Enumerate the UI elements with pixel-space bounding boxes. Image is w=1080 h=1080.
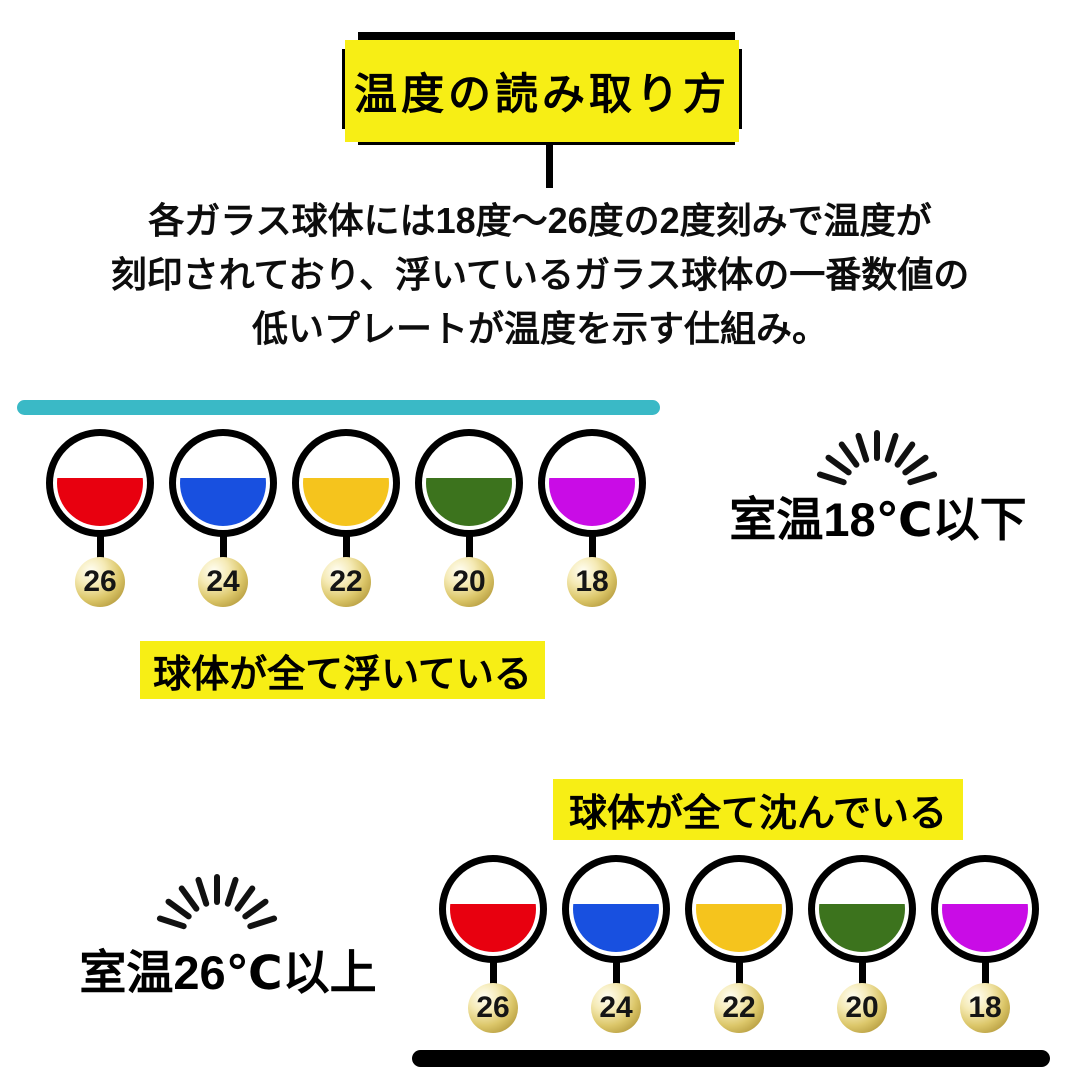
plate-stem [981,961,989,985]
plate-stem [588,535,596,559]
sphere-floating-18: 18 [538,429,646,607]
temperature-plate: 18 [567,557,617,607]
liquid-fill-green [819,903,905,952]
liquid-fill-red [450,903,536,952]
sphere-floating-26: 26 [46,429,154,607]
plate-stem [465,535,473,559]
title-connector-line [546,145,553,188]
sunken-caption: 球体が全て沈んでいる [553,779,963,840]
sphere-floating-22: 22 [292,429,400,607]
container-bottom-line [412,1050,1050,1067]
temperature-plate: 18 [960,983,1010,1033]
plate-stem [219,535,227,559]
liquid-fill-yellow [303,477,389,526]
temperature-plate: 26 [468,983,518,1033]
liquid-fill-yellow [696,903,782,952]
description-line-2: 刻印されており、浮いているガラス球体の一番数値の [110,254,970,295]
sphere-floating-20: 20 [415,429,523,607]
temperature-plate: 20 [444,557,494,607]
liquid-fill-green [426,477,512,526]
sunburst-icon [156,874,278,930]
glass-sphere-icon [439,855,547,963]
plate-stem [858,961,866,985]
room-temp-annotation-high: 室温26℃以上 [79,946,377,999]
glass-sphere-icon [415,429,523,537]
plate-stem [96,535,104,559]
liquid-fill-blue [573,903,659,952]
description-line-3: 低いプレートが温度を示す仕組み。 [251,308,828,349]
temperature-plate: 20 [837,983,887,1033]
room-temp-annotation-low: 室温18℃以下 [729,493,1027,546]
description-line-1: 各ガラス球体には18度〜26度の2度刻みで温度が [148,200,932,241]
glass-sphere-icon [292,429,400,537]
temperature-plate: 22 [321,557,371,607]
temperature-plate: 26 [75,557,125,607]
description-text: 各ガラス球体には18度〜26度の2度刻みで温度が 刻印されており、浮いているガラ… [0,194,1080,356]
liquid-fill-blue [180,477,266,526]
title-frame-top-bar [358,32,735,41]
glass-sphere-icon [931,855,1039,963]
water-surface-line [17,400,660,415]
page-title: 温度の読み取り方 [345,40,739,142]
floating-caption: 球体が全て浮いている [140,641,545,699]
temperature-plate: 24 [198,557,248,607]
glass-sphere-icon [685,855,793,963]
liquid-fill-magenta [549,477,635,526]
sphere-sunken-18: 18 [931,855,1039,1033]
glass-sphere-icon [808,855,916,963]
liquid-fill-magenta [942,903,1028,952]
liquid-fill-red [57,477,143,526]
plate-stem [612,961,620,985]
sphere-sunken-24: 24 [562,855,670,1033]
sphere-sunken-22: 22 [685,855,793,1033]
glass-sphere-icon [46,429,154,537]
sphere-sunken-20: 20 [808,855,916,1033]
plate-stem [735,961,743,985]
plate-stem [489,961,497,985]
glass-sphere-icon [538,429,646,537]
plate-stem [342,535,350,559]
glass-sphere-icon [562,855,670,963]
sphere-sunken-26: 26 [439,855,547,1033]
sunburst-icon [816,430,938,486]
temperature-plate: 24 [591,983,641,1033]
glass-sphere-icon [169,429,277,537]
sphere-floating-24: 24 [169,429,277,607]
temperature-plate: 22 [714,983,764,1033]
